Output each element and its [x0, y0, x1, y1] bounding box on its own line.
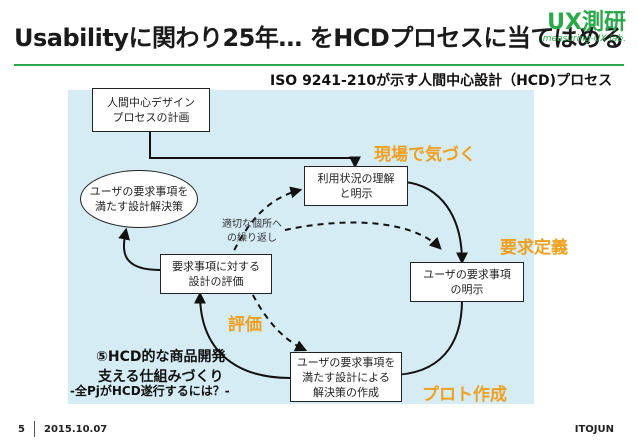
stage-understand: 現場で気づく	[374, 145, 476, 165]
page-number: 5	[18, 424, 25, 435]
context-box: 利用状況の理解 と明示	[304, 166, 408, 206]
design-box-line-2: 満たす設計による	[302, 370, 390, 384]
design-box-line-3: 解決策の作成	[313, 385, 379, 399]
slide-footer: 5 2015.10.07 ITOJUN	[0, 418, 638, 442]
context-box-line-2: と明示	[339, 187, 373, 200]
evaluation-box-line-2: 設計の評価	[188, 275, 244, 288]
slide-date: 2015.10.07	[44, 424, 108, 435]
iteration-note-line-2: の繰り返し	[227, 233, 277, 244]
stage-prototype: プロト作成	[422, 385, 507, 405]
footer-separator	[34, 421, 35, 437]
bottom-caption: ⑤HCD的な商品開発 支える仕組みづくり	[96, 347, 225, 387]
iteration-note-line-1: 適切な個所へ	[222, 219, 282, 230]
goal-ellipse-line-2: 満たす設計解決策	[95, 200, 183, 213]
plan-box-line-2: プロセスの計画	[112, 111, 190, 124]
caption-subtext: -全PjがHCD遂行するには？-	[70, 384, 230, 398]
ux-lab-logo: UX測研 measuring-UX lab.	[543, 4, 630, 44]
iteration-note: 適切な個所へ の繰り返し	[216, 218, 288, 246]
evaluation-box-line-1: 要求事項に対する	[172, 260, 260, 273]
plan-box-line-1: 人間中心デザイン	[107, 96, 195, 109]
requirements-box-line-2: の明示	[450, 283, 484, 296]
design-box: ユーザの要求事項を 満たす設計による 解決策の作成	[290, 352, 402, 402]
caption-line-2: 支える仕組みづくり	[97, 369, 224, 385]
logo-main-text: UX測研	[547, 10, 626, 35]
goal-ellipse-line-1: ユーザの要求事項を	[89, 185, 189, 198]
diagram-subtitle: ISO 9241-210が示す人間中心設計（HCD)プロセス	[270, 73, 613, 89]
stage-evaluate: 評価	[228, 315, 262, 335]
design-box-line-1: ユーザの要求事項を	[296, 355, 396, 369]
context-box-line-1: 利用状況の理解	[317, 172, 395, 185]
caption-line-1: ⑤HCD的な商品開発	[96, 349, 226, 365]
stage-requirements: 要求定義	[500, 238, 568, 258]
goal-ellipse: ユーザの要求事項を 満たす設計解決策	[80, 170, 198, 228]
slide-title: Usabilityに関わり25年… をHCDプロセスに当てはめる	[14, 24, 624, 52]
requirements-box-line-1: ユーザの要求事項	[423, 268, 511, 281]
requirements-box: ユーザの要求事項 の明示	[410, 262, 524, 302]
logo-sub-text: measuring-UX lab.	[542, 34, 626, 44]
evaluation-box: 要求事項に対する 設計の評価	[160, 254, 272, 294]
slide-author: ITOJUN	[574, 424, 614, 435]
plan-box: 人間中心デザイン プロセスの計画	[92, 88, 210, 132]
title-underline	[14, 64, 624, 66]
